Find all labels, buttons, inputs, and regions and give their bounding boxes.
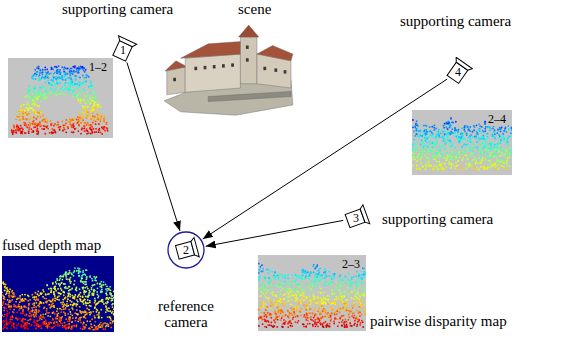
camera-label: reference camera [146, 298, 226, 330]
camera-number: 4 [443, 66, 473, 79]
camera-icon: 3 [341, 203, 371, 233]
supporting-camera: 4 supporting camera [398, 12, 520, 90]
disparity-thumbnail: 1–2 [8, 58, 113, 138]
scene-label: scene [238, 1, 271, 17]
map-label: fused depth map [2, 237, 101, 253]
camera-label: supporting camera [62, 1, 173, 17]
reference-camera-icon: 2 [166, 230, 206, 270]
reference-camera: 2 reference camera [146, 228, 228, 336]
scene-image: scene [148, 0, 306, 118]
camera-label: supporting camera [400, 13, 511, 29]
supporting-camera: 3 supporting camera [335, 200, 510, 240]
castle-illustration [148, 0, 306, 118]
fused-depth-image [2, 256, 114, 332]
camera-number: 2 [166, 244, 206, 257]
caption-label: pairwise disparity map [370, 313, 507, 329]
view-arrow [206, 220, 344, 246]
pair-label: 1–2 [87, 61, 109, 74]
pair-label: 2–4 [486, 113, 508, 126]
camera-number: 3 [341, 212, 371, 225]
pair-label: 2–3 [340, 258, 362, 271]
camera-icon: 4 [443, 57, 473, 87]
fused-depth-map: fused depth map [2, 236, 114, 332]
camera-label: supporting camera [382, 211, 493, 227]
disparity-thumbnail: 2–4 [412, 110, 512, 175]
disparity-thumbnail: 2–3 [258, 255, 366, 331]
camera-number: 1 [108, 44, 138, 57]
